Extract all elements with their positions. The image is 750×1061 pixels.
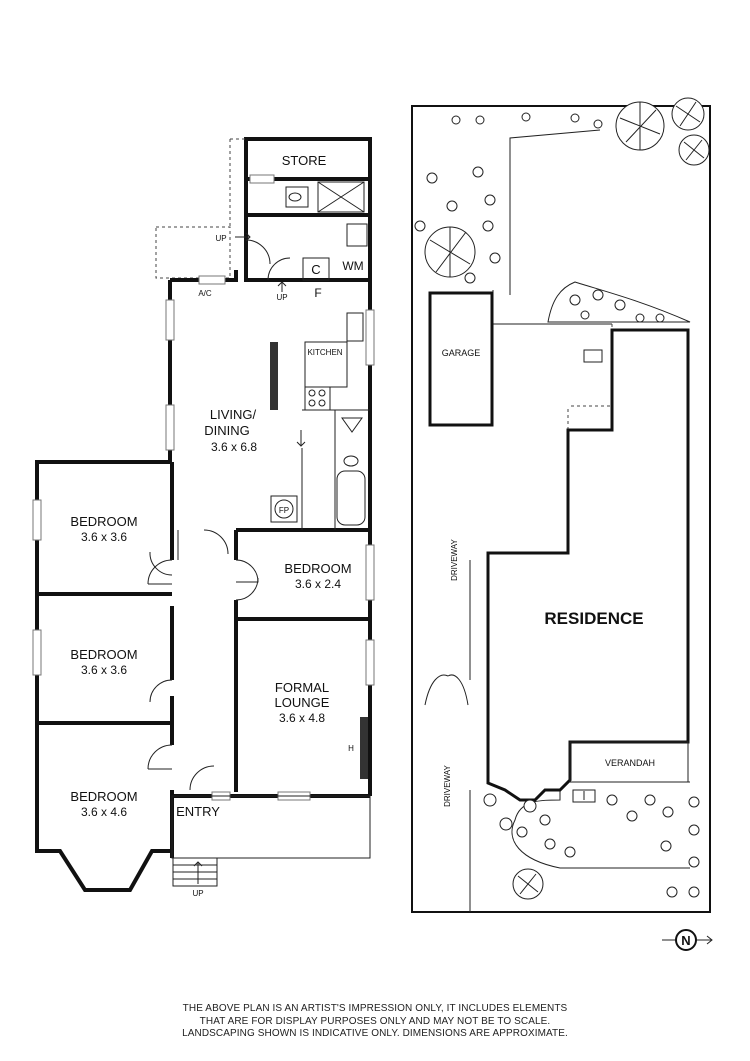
cooktop [304, 386, 331, 411]
garden-bed [511, 781, 690, 869]
north-arrow: N [662, 929, 713, 951]
rear-porch [155, 226, 231, 279]
bedroom-1-label: BEDROOM [70, 514, 137, 529]
ac-label: A/C [198, 289, 212, 298]
north-label: N [681, 933, 690, 948]
bedroom-4-label: BEDROOM [284, 561, 351, 576]
f-label: F [314, 286, 321, 300]
bedroom-2-label: BEDROOM [70, 647, 137, 662]
front-verandah [171, 795, 371, 859]
fireplace-label: FP [279, 506, 289, 515]
disclaimer: THE ABOVE PLAN IS AN ARTIST'S IMPRESSION… [0, 1003, 750, 1041]
living-dimensions: 3.6 x 6.8 [211, 440, 257, 454]
bedroom-4-dimensions: 3.6 x 2.4 [295, 577, 341, 591]
bedroom-1-dimensions: 3.6 x 3.6 [81, 530, 127, 544]
living-label-line1: LIVING/ [210, 407, 257, 422]
floor-plan: STORE WM C F KITCHEN LIVING/ DINING 3.6 … [32, 137, 375, 898]
kitchen-bench [270, 342, 278, 410]
verandah [569, 741, 689, 783]
disclaimer-line-2: THAT ARE FOR DISPLAY PURPOSES ONLY AND M… [199, 1015, 551, 1027]
large-trees [424, 97, 710, 900]
bedroom-2-dimensions: 3.6 x 3.6 [81, 663, 127, 677]
entry-label: ENTRY [176, 804, 220, 819]
site-plan: N GARAGE RESIDENCE VERANDAH DRIVEWAY DRI… [411, 97, 713, 951]
wm-label: WM [342, 259, 363, 273]
heater-label: H [348, 744, 354, 753]
garage-label: GARAGE [442, 348, 481, 358]
bathtub [336, 470, 366, 526]
driveway-lower-label: DRIVEWAY [443, 764, 452, 806]
lounge-label-line1: FORMAL [275, 680, 329, 695]
disclaimer-line-1: THE ABOVE PLAN IS AN ARTIST'S IMPRESSION… [182, 1003, 568, 1014]
lounge-label-line2: LOUNGE [275, 695, 330, 710]
c-label: C [311, 262, 320, 277]
bedroom-3-dimensions: 3.6 x 4.6 [81, 805, 127, 819]
bedroom-3-label: BEDROOM [70, 789, 137, 804]
driveway-upper-label: DRIVEWAY [450, 538, 459, 580]
lounge-dimensions: 3.6 x 4.8 [279, 711, 325, 725]
fireplace [270, 495, 298, 523]
residence-label: RESIDENCE [544, 609, 643, 628]
living-label-line2: DINING [204, 423, 250, 438]
verandah-label: VERANDAH [605, 758, 655, 768]
kitchen-up-label: UP [276, 293, 287, 302]
shrubs [414, 112, 700, 898]
rear-up-label: UP [215, 234, 226, 243]
store-label: STORE [282, 153, 327, 168]
kitchen-sink [346, 312, 364, 342]
front-up-label: UP [192, 889, 203, 898]
garage [428, 291, 494, 427]
kitchen-label: KITCHEN [307, 348, 342, 357]
disclaimer-line-3: LANDSCAPING SHOWN IS INDICATIVE ONLY. DI… [182, 1028, 568, 1039]
